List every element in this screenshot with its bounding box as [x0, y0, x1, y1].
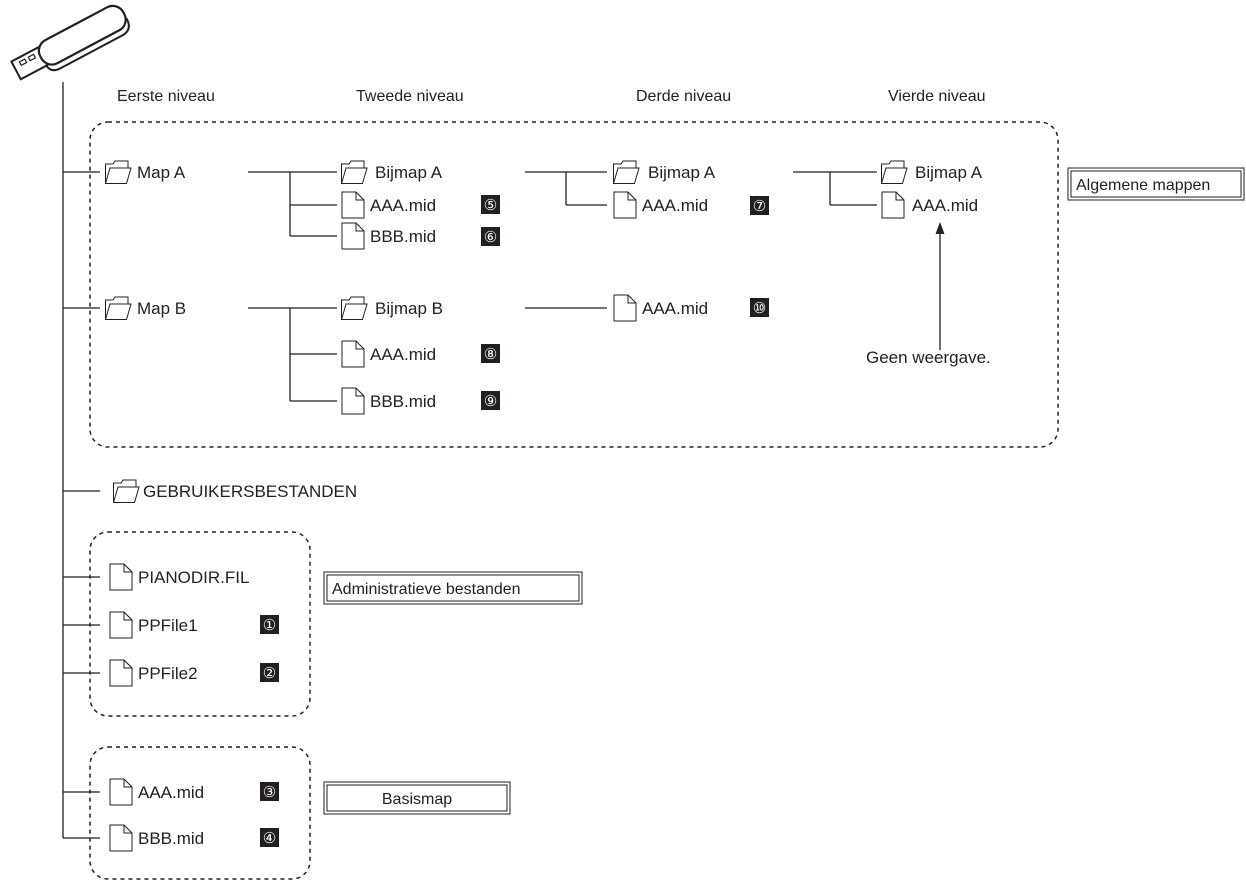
svg-text:Basismap: Basismap	[382, 791, 452, 808]
heading-level-2: Tweede niveau	[356, 88, 464, 105]
badge-9: ⑨	[481, 391, 500, 410]
file-label: PIANODIR.FIL	[138, 568, 249, 587]
admin-files-label-box: Administratieve bestanden	[323, 571, 583, 605]
svg-text:④: ④	[263, 829, 276, 847]
file-icon	[341, 191, 365, 219]
subfolder-bijmap-a-label: Bijmap A	[375, 163, 443, 182]
file-label: BBB.mid	[370, 227, 436, 246]
file-label: AAA.mid	[370, 196, 436, 215]
file-label: AAA.mid	[642, 196, 708, 215]
file-icon	[109, 778, 133, 806]
svg-text:①: ①	[263, 616, 276, 634]
svg-text:Administratieve bestanden: Administratieve bestanden	[332, 581, 521, 598]
file-label: PPFile2	[138, 664, 198, 683]
badge-7: ⑦	[750, 196, 769, 215]
svg-text:③: ③	[263, 783, 276, 801]
user-files-folder-label: GEBRUIKERSBESTANDEN	[143, 482, 357, 501]
file-icon	[109, 824, 133, 852]
badge-5: ⑤	[481, 195, 500, 214]
svg-text:②: ②	[263, 664, 276, 682]
file-icon	[881, 191, 905, 219]
file-icon	[341, 387, 365, 415]
file-icon	[341, 340, 365, 368]
svg-text:⑥: ⑥	[484, 228, 497, 246]
svg-text:⑧: ⑧	[484, 345, 497, 363]
heading-level-4: Vierde niveau	[888, 88, 986, 105]
file-label: AAA.mid	[642, 299, 708, 318]
folder-icon	[105, 160, 132, 184]
folder-icon	[341, 160, 368, 184]
folder-map-a-label: Map A	[137, 163, 186, 182]
not-displayed-note: Geen weergave.	[866, 348, 991, 367]
file-icon	[341, 222, 365, 250]
base-folder-group-box	[89, 746, 311, 880]
file-icon	[109, 563, 133, 591]
svg-text:⑩: ⑩	[753, 299, 766, 317]
file-icon	[109, 611, 133, 639]
badge-8: ⑧	[481, 344, 500, 363]
badge-1: ①	[260, 615, 279, 634]
badge-3: ③	[260, 782, 279, 801]
folder-icon	[881, 160, 908, 184]
svg-text:⑤: ⑤	[484, 196, 497, 214]
subfolder-level4-label: Bijmap A	[915, 163, 983, 182]
admin-files-group-box	[89, 531, 311, 717]
file-label: AAA.mid	[138, 783, 204, 802]
general-folders-group-box	[89, 121, 1059, 448]
file-icon	[613, 191, 637, 219]
heading-level-1: Eerste niveau	[117, 88, 215, 105]
folder-icon	[113, 479, 140, 503]
file-label: AAA.mid	[912, 196, 978, 215]
file-icon	[109, 659, 133, 687]
subfolder-bijmap-b-label: Bijmap B	[375, 299, 443, 318]
subfolder-level3-label: Bijmap A	[648, 163, 716, 182]
usb-stick-icon	[10, 4, 130, 81]
folder-icon	[341, 296, 368, 320]
file-icon	[613, 294, 637, 322]
svg-text:⑨: ⑨	[484, 392, 497, 410]
badge-2: ②	[260, 663, 279, 682]
general-folders-label-box: Algemene mappen	[1067, 167, 1245, 201]
file-label: BBB.mid	[138, 829, 204, 848]
svg-text:Algemene mappen: Algemene mappen	[1076, 177, 1210, 194]
file-label: BBB.mid	[370, 392, 436, 411]
folder-map-b-label: Map B	[137, 299, 186, 318]
svg-text:⑦: ⑦	[753, 197, 766, 215]
badge-4: ④	[260, 828, 279, 847]
heading-level-3: Derde niveau	[636, 88, 731, 105]
file-label: PPFile1	[138, 616, 198, 635]
folder-icon	[105, 296, 132, 320]
folder-icon	[613, 160, 640, 184]
arrow-up-icon	[935, 222, 945, 350]
badge-10: ⑩	[750, 298, 769, 317]
base-folder-label-box: Basismap	[323, 781, 511, 815]
file-label: AAA.mid	[370, 345, 436, 364]
badge-6: ⑥	[481, 227, 500, 246]
